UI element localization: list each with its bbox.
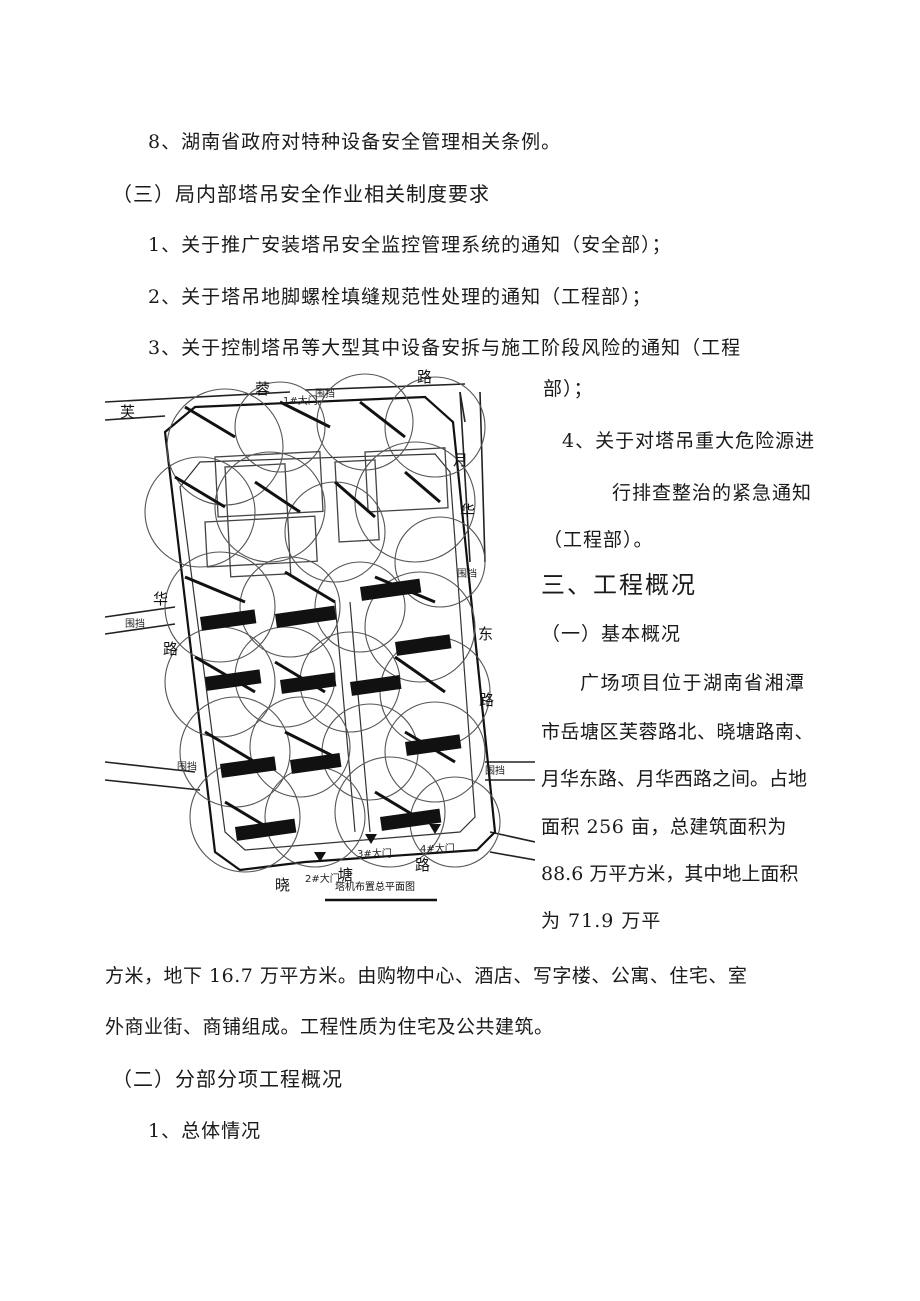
building-blocks — [200, 578, 462, 841]
road-right-char-3: 东 — [478, 625, 493, 643]
rule-item-3-cont: 部）； — [543, 378, 594, 400]
rule-item-3: 3、关于控制塔吊等大型其中设备安拆与施工阶段风险的通知（工程 — [148, 337, 742, 359]
chapter-heading: 三、工程概况 — [541, 571, 697, 599]
building-outlines — [204, 447, 449, 578]
fence-label-4: 围挡 — [177, 760, 197, 773]
tower-crane-site-plan: 芙 蓉 路 华 路 月 华 东 路 晓 塘 路 围挡 围挡 围挡 围挡 围挡 1… — [105, 362, 535, 910]
inner-road — [179, 453, 476, 851]
gate-label-4: 4#大门 — [420, 842, 455, 855]
fence-label-1: 围挡 — [315, 387, 335, 400]
fence-label-2: 围挡 — [457, 567, 477, 580]
overview-line-1: 广场项目位于湖南省湘潭 — [580, 672, 806, 694]
overview-line-3: 月华东路、月华西路之间。占地 — [541, 768, 808, 790]
road-lines — [105, 383, 535, 861]
gate-label-1: 1#大门 — [283, 394, 318, 407]
road-right-char-1: 月 — [453, 451, 468, 469]
rule-item-4: 4、关于对塔吊重大危险源进 — [562, 430, 816, 452]
overview-line-5: 88.6 万平方米，其中地上面积 — [541, 863, 799, 885]
road-right-char-2: 华 — [460, 502, 475, 520]
gate-label-2: 2#大门 — [305, 872, 340, 885]
rule-item-2: 2、关于塔吊地脚螺栓填缝规范性处理的通知（工程部）； — [148, 286, 652, 308]
road-top-char-1: 芙 — [120, 403, 135, 421]
fence-label-3: 围挡 — [125, 617, 145, 630]
road-bottom-char-2: 塘 — [338, 866, 353, 884]
road-top-char-2: 蓉 — [255, 380, 270, 398]
site-boundary — [163, 395, 497, 872]
road-right-char-4: 路 — [479, 691, 494, 709]
overview-line-8: 外商业街、商铺组成。工程性质为住宅及公共建筑。 — [105, 1016, 554, 1038]
overview-line-4: 面积 256 亩，总建筑面积为 — [541, 816, 787, 838]
item-overall: 1、总体情况 — [148, 1120, 262, 1142]
gate-arrows — [314, 824, 441, 862]
central-road — [334, 601, 371, 833]
road-bottom-char-1: 晓 — [275, 876, 290, 894]
road-left-char-1: 华 — [153, 590, 168, 608]
overview-line-7: 方米，地下 16.7 万平方米。由购物中心、酒店、写字楼、公寓、住宅、室 — [105, 965, 748, 987]
subsection-heading-1: （一）基本概况 — [541, 623, 682, 645]
figure-caption: 塔机布置总平面图 — [335, 880, 415, 893]
fence-label-5: 围挡 — [485, 764, 505, 777]
rule-item-1: 1、关于推广安装塔吊安全监控管理系统的通知（安全部）； — [148, 234, 672, 256]
road-bottom-char-3: 路 — [415, 856, 430, 874]
rule-item-4-cont: 行排查整治的紧急通知 — [612, 482, 813, 504]
road-left-char-2: 路 — [163, 640, 178, 658]
section-heading-3: （三）局内部塔吊安全作业相关制度要求 — [112, 182, 490, 206]
overview-line-6: 为 71.9 万平 — [541, 910, 662, 932]
overview-line-2: 市岳塘区芙蓉路北、晓塘路南、 — [541, 721, 815, 743]
subsection-heading-2: （二）分部分项工程概况 — [112, 1067, 343, 1091]
road-top-char-3: 路 — [417, 368, 432, 386]
regulation-item-8: 8、湖南省政府对特种设备安全管理相关条例。 — [148, 131, 562, 153]
rule-item-4-dept: （工程部）。 — [543, 529, 654, 551]
gate-label-3: 3#大门 — [357, 847, 392, 860]
